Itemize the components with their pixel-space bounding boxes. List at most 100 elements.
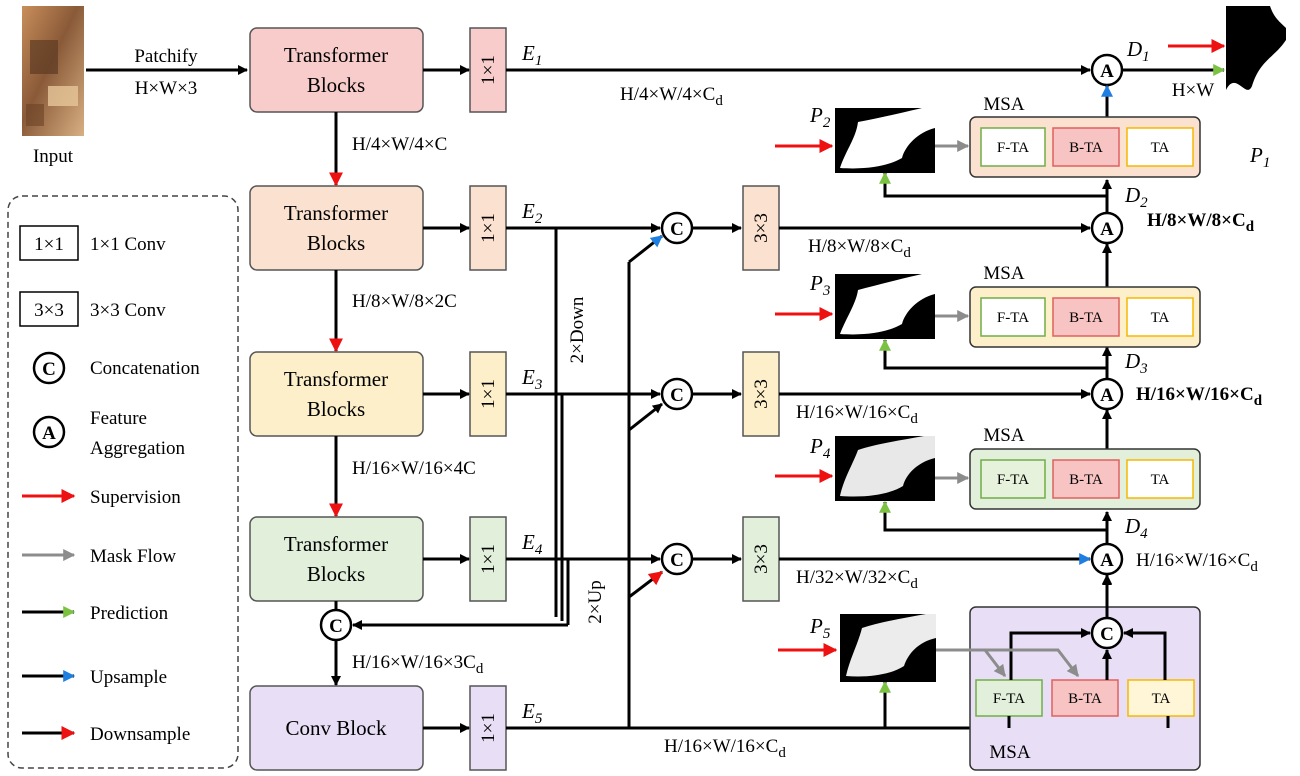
msa-module-3: MSA F-TA B-TA TA — [969, 425, 1201, 510]
legend-prediction-text: Prediction — [90, 603, 169, 624]
msa-module-2-bta: B-TA — [1069, 310, 1103, 326]
mid-dims-1-main: H/4×W/4×C — [620, 84, 715, 105]
legend-agg-text-2: Aggregation — [90, 438, 185, 459]
msa-module-3-title: MSA — [983, 425, 1024, 446]
decoder-label-d4-sub: 4 — [1140, 526, 1148, 542]
feature-label-e5-main: E — [521, 699, 535, 723]
feature-label-e3-sub: 3 — [534, 377, 543, 393]
mid-dims-4-sub: d — [910, 576, 918, 592]
conv1x1-e5: 1×1 — [469, 685, 507, 771]
transformer-block-4-line1: Transformer — [284, 532, 388, 556]
agg-node-1: A — [1090, 53, 1124, 87]
feature-label-e2-sub: 2 — [535, 211, 543, 227]
conv1x1-e3: 1×1 — [469, 351, 507, 437]
feature-label-e4-main: E — [521, 530, 535, 554]
feature-label-e3: E3 — [521, 365, 542, 393]
legend: 1×1 1×1 Conv 3×3 3×3 Conv C Concatenatio… — [7, 195, 239, 769]
decoder-label-d1-main: D — [1126, 37, 1142, 61]
decoder-label-d3-main: D — [1124, 349, 1140, 373]
prediction-label-p2-main: P — [809, 103, 823, 127]
msa-module-3-ta: TA — [1151, 472, 1170, 488]
right-dims-3-main: H/16×W/16×C — [1136, 384, 1254, 405]
conv1x1-e3-label: 1×1 — [478, 379, 499, 409]
legend-conv1-text: 1×1 Conv — [90, 234, 166, 255]
agg-node-1-letter: A — [1100, 61, 1114, 82]
patchify-label: Patchify — [134, 46, 198, 67]
msa-module-4-ta: TA — [1152, 691, 1171, 707]
prediction-label-p3: P3 — [809, 271, 830, 299]
mid-dims-4: H/32×W/32×Cd — [796, 567, 918, 592]
msa-module-3-bta: B-TA — [1069, 472, 1103, 488]
mid-dims-3-sub: d — [910, 411, 918, 427]
prediction-label-p2: P2 — [809, 103, 831, 131]
mid-dims-5: H/16×W/16×Cd — [664, 736, 786, 761]
concat-node-msa4: C — [1090, 616, 1124, 650]
legend-supervision-text: Supervision — [90, 487, 181, 508]
conv3x3-4: 3×3 — [742, 516, 780, 602]
feature-label-e4: E4 — [521, 530, 543, 558]
concat-node-2-letter: C — [670, 219, 684, 240]
decoder-label-d1-sub: 1 — [1142, 49, 1150, 65]
conv-block: Conv Block — [249, 685, 424, 771]
right-dims-2: H/8×W/8×Cd — [1147, 210, 1255, 235]
mid-dims-5-main: H/16×W/16×C — [664, 736, 778, 757]
msa-module-1-ta: TA — [1151, 140, 1170, 156]
transformer-block-3-line2: Blocks — [307, 397, 365, 421]
agg-node-3: A — [1090, 377, 1124, 411]
conv-block-label: Conv Block — [286, 716, 387, 740]
agg-node-4-letter: A — [1100, 550, 1114, 571]
encoder-dims-4-sub: d — [476, 661, 484, 677]
encoder-dims-1: H/4×W/4×C — [352, 134, 447, 155]
mask-flow-p5-to-bta — [936, 648, 1080, 677]
right-dims-4: H/16×W/16×Cd — [1136, 550, 1258, 575]
prediction-label-p1: P1 — [1249, 143, 1270, 171]
decoder-label-d3: D3 — [1124, 349, 1148, 377]
msa-module-2-ta: TA — [1151, 310, 1170, 326]
mid-dims-1: H/4×W/4×Cd — [620, 84, 723, 109]
legend-downsample-text: Downsample — [90, 724, 190, 745]
conv3x3-2-label: 3×3 — [751, 213, 772, 243]
right-dims-2-main: H/8×W/8×C — [1147, 210, 1246, 231]
feature-label-e4-sub: 4 — [535, 542, 543, 558]
conv3x3-3-label: 3×3 — [751, 379, 772, 409]
prediction-label-p1-main: P — [1249, 143, 1263, 167]
msa-module-4-title: MSA — [989, 742, 1030, 763]
msa-module-1-title: MSA — [983, 94, 1024, 115]
legend-conv3-text: 3×3 Conv — [90, 300, 166, 321]
encoder-dims-4-main: H/16×W/16×3C — [352, 652, 476, 673]
msa4-fta-to-concat — [1009, 628, 1091, 680]
concat-node-4: C — [660, 542, 694, 576]
conv1x1-e2: 1×1 — [469, 185, 507, 271]
concat-node-3-letter: C — [670, 385, 684, 406]
mid-dims-2-main: H/8×W/8×C — [808, 236, 903, 257]
msa-module-4-bta: B-TA — [1068, 691, 1102, 707]
decoder-label-d1: D1 — [1126, 37, 1150, 65]
arrow-up-to-concat-3 — [628, 402, 663, 432]
legend-concat-symbol: C — [42, 359, 56, 380]
prediction-mask-p1 — [1226, 6, 1286, 136]
prediction-label-p4: P4 — [809, 434, 831, 462]
decoder-label-d4: D4 — [1124, 514, 1148, 542]
encoder-dims-3: H/16×W/16×4C — [352, 458, 476, 479]
msa-module-2-title: MSA — [983, 263, 1024, 284]
concat-node-encoder-letter: C — [329, 616, 343, 637]
conv1x1-e1-label: 1×1 — [478, 55, 499, 85]
input-caption: Input — [33, 146, 74, 167]
msa-module-4: F-TA B-TA TA MSA — [969, 606, 1201, 771]
msa-module-3-fta: F-TA — [997, 472, 1029, 488]
conv3x3-4-label: 3×3 — [751, 544, 772, 574]
concat-node-msa4-letter: C — [1100, 624, 1114, 645]
transformer-block-4-line2: Blocks — [307, 562, 365, 586]
conv1x1-e2-label: 1×1 — [478, 213, 499, 243]
legend-upsample-text: Upsample — [90, 667, 167, 688]
mid-dims-3: H/16×W/16×Cd — [796, 402, 918, 427]
agg-node-2-letter: A — [1100, 219, 1114, 240]
feature-label-e1: E1 — [521, 41, 542, 69]
feature-label-e5: E5 — [521, 699, 543, 727]
arrow-up-to-concat-2 — [628, 234, 663, 264]
output-dims: H×W — [1172, 80, 1214, 101]
legend-concat-text: Concatenation — [90, 358, 200, 379]
prediction-mask-p5 — [840, 614, 936, 682]
agg-node-2: A — [1090, 211, 1124, 245]
